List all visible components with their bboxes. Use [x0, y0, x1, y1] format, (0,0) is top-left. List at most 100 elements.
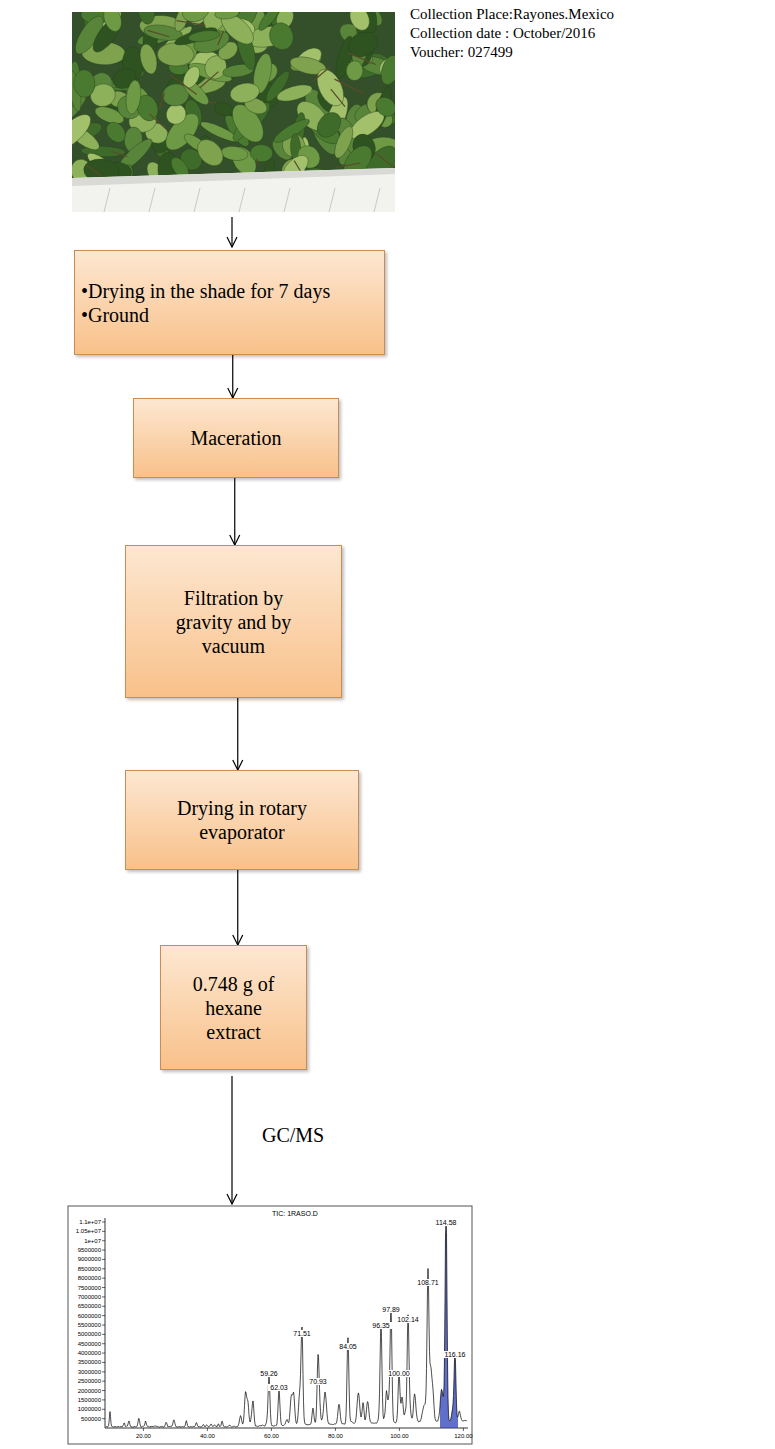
y-tick [102, 1353, 105, 1354]
y-tick [102, 1296, 105, 1297]
tray-tile-line [374, 188, 380, 212]
collection-info: Collection Place:Rayones.Mexico [410, 6, 614, 23]
leaf [214, 12, 239, 20]
leaf [346, 12, 373, 34]
tray-tile-line [329, 188, 335, 212]
y-tick [102, 1371, 105, 1372]
x-tick [463, 1428, 464, 1431]
photo-arrow [231, 217, 232, 247]
y-axis-label: 1.05e+07 [71, 1228, 101, 1234]
leaf [256, 12, 284, 33]
x-tick [399, 1428, 400, 1431]
y-axis-label: 8500000 [71, 1266, 101, 1272]
leaf-stem [331, 89, 345, 106]
leaf [192, 135, 228, 171]
y-axis-label: 3000000 [71, 1369, 101, 1375]
y-axis-label: 1e+07 [71, 1238, 101, 1244]
leaf-stem [200, 72, 219, 88]
y-axis-label: 1500000 [71, 1397, 101, 1403]
y-tick [102, 1268, 105, 1269]
leaf-stem [334, 79, 363, 93]
y-tick [102, 1250, 105, 1251]
collection-info: Voucher: 027499 [410, 44, 513, 61]
y-tick [102, 1390, 105, 1391]
box-text: •Drying in the shade for 7 days [81, 279, 330, 303]
leaf-stem [160, 93, 165, 109]
y-axis [105, 1218, 106, 1428]
y-axis-label: 5500000 [71, 1322, 101, 1328]
y-tick [102, 1278, 105, 1279]
x-axis-label: 80.00 [323, 1433, 347, 1439]
process-box: 0.748 g of hexane extract [160, 945, 307, 1070]
chart-title: TIC: 1RASO.D [272, 1210, 318, 1217]
y-tick [102, 1315, 105, 1316]
leaf [100, 12, 124, 34]
tray-tile-line [239, 188, 245, 212]
chart-frame [68, 1206, 472, 1444]
peak-label: 100.00 [388, 1370, 410, 1377]
box-text: Filtration by gravity and by vacuum [156, 586, 311, 658]
y-tick [102, 1334, 105, 1335]
y-axis-label: 4500000 [71, 1341, 101, 1347]
peak-label: 116.16 [444, 1351, 466, 1358]
y-axis-label: 9000000 [71, 1256, 101, 1262]
process-box: Filtration by gravity and by vacuum [125, 545, 342, 698]
y-axis-label: 500000 [71, 1416, 101, 1422]
y-tick [102, 1222, 105, 1223]
leaf-stem [170, 75, 196, 95]
leaf [188, 29, 221, 43]
x-axis-label: 20.00 [131, 1433, 155, 1439]
y-tick [102, 1287, 105, 1288]
drying-tray [72, 168, 395, 212]
leaf [228, 81, 261, 105]
y-tick [102, 1362, 105, 1363]
y-tick [102, 1343, 105, 1344]
leaf [378, 53, 395, 87]
leaf [180, 64, 203, 91]
box-text: Drying in rotary evaporator [156, 796, 328, 844]
process-box: •Drying in the shade for 7 days•Ground [74, 250, 385, 355]
peak-label: 97.89 [380, 1306, 402, 1313]
leaf [266, 20, 296, 53]
leaf [136, 12, 156, 25]
y-axis-label: 1.1e+07 [71, 1219, 101, 1225]
y-tick [102, 1399, 105, 1400]
y-axis-label: 2000000 [71, 1388, 101, 1394]
peak-label: 59.26 [258, 1370, 280, 1377]
y-axis-label: 9500000 [71, 1247, 101, 1253]
leaf-stem [347, 53, 375, 65]
chromatogram-trace-group [102, 1222, 467, 1431]
y-axis-label: 5000000 [71, 1331, 101, 1337]
x-axis-label: 60.00 [259, 1433, 283, 1439]
leaf [250, 144, 273, 162]
leaf [137, 42, 159, 75]
leaf-stem [209, 102, 217, 103]
leaf [102, 118, 129, 146]
y-tick [102, 1306, 105, 1307]
leaf [372, 93, 395, 120]
leaf [346, 60, 364, 81]
flow-arrow [234, 478, 235, 545]
flow-arrow [232, 355, 233, 398]
leaf-stem [112, 152, 128, 157]
peak-label: 108.71 [417, 1279, 439, 1286]
tic-trace [106, 1224, 467, 1427]
collection-info: Collection date : October/2016 [410, 25, 595, 42]
y-tick [102, 1231, 105, 1232]
y-tick [102, 1240, 105, 1241]
tray-rim [72, 168, 395, 186]
y-axis-label: 8000000 [71, 1275, 101, 1281]
y-tick [102, 1325, 105, 1326]
step-label: GC/MS [262, 1124, 324, 1147]
y-axis-label: 6500000 [71, 1303, 101, 1309]
leaf [72, 109, 96, 154]
photo-ground [72, 12, 395, 212]
leaf-stem [218, 31, 224, 45]
tray-tile-line [149, 188, 155, 212]
leaf [275, 82, 314, 105]
peak-label: 70.93 [307, 1378, 329, 1385]
